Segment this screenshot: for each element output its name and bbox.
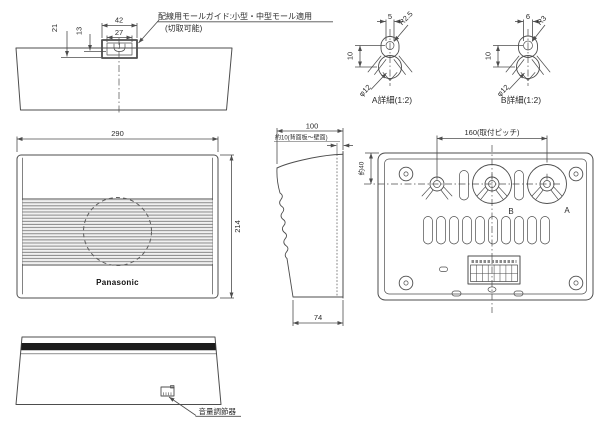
wall-gap-note: 約10(背面板〜壁面): [275, 134, 328, 142]
keyhole-a-circle: [527, 164, 567, 204]
keyhole-slot-outline: [380, 36, 400, 58]
grille-edge-bar: [21, 343, 216, 351]
back-view: B A: [357, 127, 594, 313]
dim-6: 6: [526, 12, 530, 21]
keyhole-slot-outline: [518, 35, 538, 58]
dim-13: 13: [75, 27, 84, 35]
side-front-edge: [276, 167, 344, 298]
keyhole-small-hole: [385, 41, 395, 50]
side-view: 100 約10(背面板〜壁面) 74: [274, 122, 353, 326]
terminal-block: [467, 255, 521, 285]
callout-leader: [138, 19, 160, 44]
back-outline: [377, 152, 594, 301]
detail-b-title: B詳細(1:2): [501, 95, 541, 105]
bottom-view: 音量調節器: [15, 336, 241, 417]
keyhole-large-hole: [378, 55, 402, 79]
dim-5: 5: [388, 12, 392, 21]
dim-290: 290: [111, 129, 124, 138]
keyhole-b-circle: [472, 164, 512, 204]
volume-control-label: 音量調節器: [199, 406, 237, 416]
bottom-outline: [15, 336, 222, 405]
mold-guide-callout-line2: (切取可能): [165, 23, 203, 33]
dim-10-b: 10: [484, 52, 493, 60]
dim-74: 74: [314, 313, 322, 322]
front-view: Panasonic 290 214: [16, 129, 242, 299]
dim-42: 42: [115, 16, 123, 25]
mold-guide-callout-line1: 配線用モールガイド:小型・中型モール適用: [158, 11, 312, 21]
panasonic-logo: Panasonic: [96, 278, 139, 287]
dim-27: 27: [115, 28, 123, 37]
speaker-grille: [22, 200, 213, 264]
dim-40: 約40: [357, 161, 366, 175]
mold-guide-cutout: [113, 43, 126, 52]
volume-callout-leader: [168, 396, 197, 416]
detail-a-title: A詳細(1:2): [372, 95, 412, 105]
mold-guide-outer: [101, 39, 138, 59]
side-top-edge: [276, 153, 344, 169]
top-view: 42 27 21 13 配線用モールガイド:小型・中型モール適用 (切取可能): [15, 11, 333, 113]
dim-160-pitch: 160(取付ピッチ): [464, 127, 520, 137]
corner-screw-boss: [398, 166, 584, 291]
dim-214: 214: [233, 220, 242, 233]
vent-slots: [423, 216, 550, 245]
keyhole-small-hole: [523, 40, 533, 51]
hole-label-b: B: [508, 207, 513, 216]
dim-21: 21: [50, 24, 59, 32]
front-outline: [16, 154, 219, 299]
dim-10-a: 10: [346, 52, 355, 60]
top-view-outline: [15, 47, 233, 111]
back-inner-frame: [384, 158, 587, 295]
keyhole-large-hole: [516, 55, 540, 79]
speaker-cone-circle: [83, 197, 152, 266]
dim-100: 100: [306, 122, 319, 131]
hole-label-a: A: [564, 206, 570, 215]
volume-control: [160, 385, 175, 397]
